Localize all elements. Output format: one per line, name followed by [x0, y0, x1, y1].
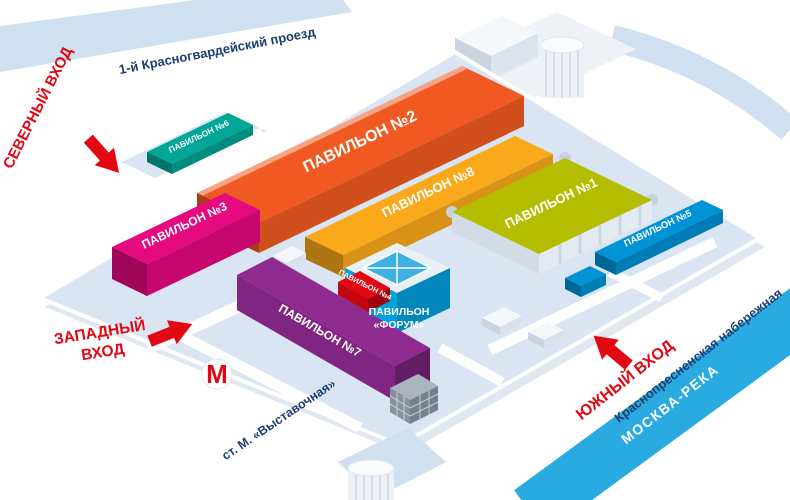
road-segment — [126, 127, 264, 201]
shade-overlay — [147, 210, 260, 296]
front-face — [147, 210, 260, 296]
road-segment — [607, 267, 665, 303]
service-block-front — [286, 253, 306, 271]
moskva-river — [514, 288, 790, 500]
front-face — [539, 200, 652, 274]
grid-roof — [390, 374, 438, 400]
label-pavilion-forum-line1: ПАВИЛЬОН — [369, 306, 430, 318]
end-face — [368, 288, 390, 312]
annex-front — [581, 274, 606, 297]
roof-face — [595, 200, 723, 262]
grid-lines — [389, 391, 439, 420]
pavilion-4[interactable] — [338, 271, 390, 312]
shade-overlay — [368, 288, 390, 312]
label-pavilion-forum-line2: «ФОРУМ» — [374, 319, 425, 331]
end-face — [595, 252, 616, 275]
shade-overlay — [581, 274, 606, 297]
metro-logo-icon: М — [206, 359, 228, 389]
shade-overlay — [338, 282, 368, 312]
roof-face — [338, 271, 390, 299]
pyramid-edges — [363, 251, 431, 285]
annex-end — [565, 278, 581, 297]
north-street-road — [0, 0, 352, 72]
service-block-roof — [528, 322, 564, 340]
shade-overlay — [565, 278, 581, 297]
storage-tank-top — [539, 36, 585, 54]
shade-overlay — [112, 247, 147, 296]
shade-overlay — [397, 268, 450, 333]
service-blocks-center — [272, 246, 564, 348]
roof-face — [305, 136, 553, 255]
roof-ridge — [197, 66, 467, 196]
storage-tank-top — [347, 459, 395, 477]
pavilion-5[interactable] — [565, 200, 723, 297]
pavilion-6[interactable] — [147, 113, 253, 174]
storage-tank-ribs — [545, 48, 579, 98]
front-face — [259, 96, 524, 253]
front-ribs — [558, 206, 642, 264]
west-entrance-arrow-icon — [147, 320, 193, 347]
storage-tank-south — [347, 459, 395, 500]
end-face — [305, 237, 343, 277]
shade-overlay — [237, 275, 395, 401]
service-block-roof — [482, 307, 522, 327]
front-face — [172, 125, 253, 174]
shade-overlay — [616, 210, 723, 275]
annex-roof — [565, 266, 606, 286]
pavilion-7[interactable] — [237, 257, 430, 401]
road-segment — [167, 325, 363, 433]
shade-overlay — [259, 96, 524, 253]
service-block-front — [544, 330, 564, 348]
roof-face — [147, 113, 253, 164]
front-face — [237, 275, 395, 401]
storage-tank-ribs — [355, 470, 389, 500]
roof-face — [112, 193, 260, 264]
metro-logo-background — [201, 358, 233, 390]
road-segment — [487, 237, 718, 355]
front-right-face — [397, 268, 450, 333]
service-building-roof — [455, 16, 538, 56]
roof-face — [452, 158, 652, 254]
shade-overlay — [172, 125, 253, 174]
shade-overlay — [147, 152, 172, 174]
south-entrance-arrow-icon — [593, 335, 633, 370]
pavilion-3[interactable] — [112, 193, 260, 296]
label-west-entrance-line2: ВХОД — [80, 341, 126, 365]
end-face — [112, 247, 147, 296]
service-block-roof — [272, 246, 306, 263]
service-block-side — [482, 318, 500, 335]
roof-face — [237, 257, 430, 366]
shade-overlay — [595, 252, 616, 275]
road-segment — [98, 161, 247, 241]
parking-grid-block — [389, 374, 439, 424]
road-segment — [437, 343, 505, 387]
grid-side — [410, 386, 438, 424]
front-face — [616, 210, 723, 275]
service-building-front — [491, 33, 538, 80]
shade-overlay — [305, 237, 343, 277]
north-entrance-arrow-icon — [83, 134, 120, 173]
end-face — [147, 152, 172, 174]
front-face — [338, 282, 368, 312]
service-block-side — [528, 332, 544, 348]
right-curve-road — [608, 25, 790, 140]
roof-face — [197, 66, 524, 223]
end-face — [452, 212, 539, 274]
grid-front — [390, 388, 410, 424]
pavilion-1[interactable] — [446, 152, 658, 274]
service-block-front — [500, 316, 522, 335]
